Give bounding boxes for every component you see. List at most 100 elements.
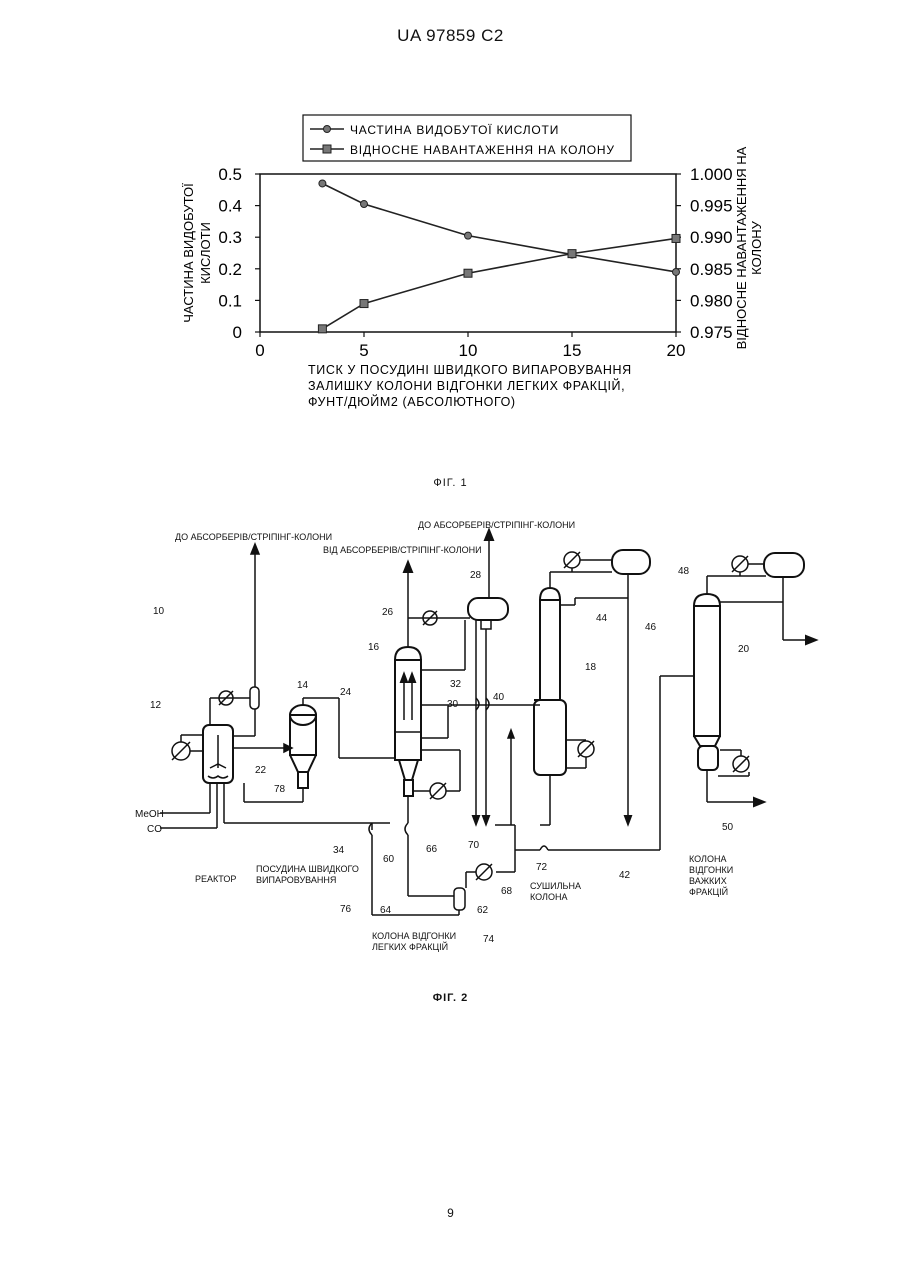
ref-14: 14	[297, 680, 309, 691]
y-left-tick-label: 0.5	[218, 165, 242, 184]
series-1-point	[319, 180, 326, 187]
ref-64: 64	[380, 905, 392, 916]
legend-label-2: ВІДНОСНЕ НАВАНТАЖЕННЯ НА КОЛОНУ	[350, 143, 615, 157]
x-tick-label: 20	[667, 341, 686, 360]
label-drying-2: КОЛОНА	[530, 892, 567, 902]
recycle-lines	[369, 698, 660, 915]
label-co: CO	[147, 824, 162, 835]
ref-32: 32	[450, 679, 462, 690]
diagram-labels: ДО АБСОРБЕРІВ/СТРІПІНГ-КОЛОНИ ДО АБСОРБЕ…	[135, 520, 733, 952]
ref-12: 12	[150, 700, 162, 711]
y-left-axis-label: КИСЛОТИ	[198, 222, 213, 284]
drying-column	[534, 550, 650, 825]
y-left-tick-label: 0.3	[218, 228, 242, 247]
y-left-tick-label: 0.4	[218, 197, 242, 216]
series-1-point	[673, 268, 680, 275]
x-tick-label: 0	[255, 341, 264, 360]
series-2-point	[360, 300, 368, 308]
y-right-axis-label: КОЛОНУ	[749, 220, 764, 274]
flash-vessel	[244, 698, 395, 802]
label-flash-2: ВИПАРОВУВАННЯ	[256, 875, 336, 885]
x-axis-label: ФУНТ/ДЮЙМ2 (АБСОЛЮТНОГО)	[308, 394, 516, 409]
x-tick-label: 5	[359, 341, 368, 360]
label-reactor: РЕАКТОР	[195, 874, 236, 884]
reactor-overhead-line	[210, 544, 259, 736]
series-2-point	[464, 269, 472, 277]
y-right-tick-label: 0.990	[690, 228, 733, 247]
series-1-point	[361, 201, 368, 208]
ref-66: 66	[426, 844, 438, 855]
label-drying-1: СУШИЛЬНА	[530, 881, 581, 891]
ref-68: 68	[501, 886, 513, 897]
series-1-point	[465, 232, 472, 239]
label-meoh: MeOH	[135, 809, 164, 820]
y-right-tick-label: 0.995	[690, 197, 733, 216]
label-to-absorbers-left: ДО АБСОРБЕРІВ/СТРІПІНГ-КОЛОНИ	[175, 532, 332, 542]
ref-50: 50	[722, 822, 734, 833]
y-left-axis-label: ЧАСТИНА ВИДОБУТОЇ	[181, 183, 196, 323]
label-from-absorbers: ВІД АБСОРБЕРІВ/СТРІПІНГ-КОЛОНИ	[323, 545, 482, 555]
fig2-caption: ФІГ. 2	[0, 992, 901, 1004]
ref-44: 44	[596, 613, 608, 624]
ref-28: 28	[470, 570, 482, 581]
series-2-point	[568, 250, 576, 258]
y-left-tick-label: 0	[233, 323, 242, 342]
label-heavy-2: ВІДГОНКИ	[689, 865, 733, 875]
ref-22: 22	[255, 765, 267, 776]
x-axis-label: ТИСК У ПОСУДИНІ ШВИДКОГО ВИПАРОВУВАННЯ	[308, 363, 632, 377]
ref-26: 26	[382, 607, 394, 618]
ref-18: 18	[585, 662, 597, 673]
label-light-1: КОЛОНА ВІДГОНКИ	[372, 931, 456, 941]
heavy-ends-column	[660, 553, 816, 850]
legend-marker-1	[324, 126, 331, 133]
label-heavy-4: ФРАКЦІЙ	[689, 886, 728, 897]
legend-marker-2	[323, 145, 331, 153]
y-right-tick-label: 0.980	[690, 291, 733, 310]
label-heavy-3: ВАЖКИХ	[689, 876, 727, 886]
ref-78: 78	[274, 784, 286, 795]
y-right-tick-label: 0.975	[690, 323, 733, 342]
ref-10: 10	[153, 606, 165, 617]
series-line-2	[322, 238, 676, 328]
reactor-heat-exchanger	[172, 735, 203, 760]
label-flash-1: ПОСУДИНА ШВИДКОГО	[256, 864, 359, 874]
series-line-1	[322, 183, 676, 271]
y-right-tick-label: 1.000	[690, 165, 733, 184]
plot-frame	[260, 174, 676, 332]
ref-72: 72	[536, 862, 548, 873]
ref-16: 16	[368, 642, 380, 653]
ref-70: 70	[468, 840, 480, 851]
ref-34: 34	[333, 845, 345, 856]
y-left-tick-label: 0.2	[218, 260, 242, 279]
fig1-caption: ФІГ. 1	[0, 477, 901, 489]
series-2-point	[672, 234, 680, 242]
ref-48: 48	[678, 566, 690, 577]
x-tick-label: 10	[459, 341, 478, 360]
legend-label-1: ЧАСТИНА ВИДОБУТОЇ КИСЛОТИ	[350, 123, 559, 137]
ref-24: 24	[340, 687, 352, 698]
document-id: UA 97859 C2	[0, 26, 901, 46]
fig2-process-diagram: ДО АБСОРБЕРІВ/СТРІПІНГ-КОЛОНИ ДО АБСОРБЕ…	[0, 510, 901, 980]
line-22	[233, 744, 292, 752]
ref-60: 60	[383, 854, 395, 865]
plot-area: 0510152000.10.20.30.40.50.9750.9800.9850…	[181, 115, 764, 409]
y-left-tick-label: 0.1	[218, 291, 242, 310]
ref-74: 74	[483, 934, 495, 945]
label-to-absorbers-top: ДО АБСОРБЕРІВ/СТРІПІНГ-КОЛОНИ	[418, 520, 575, 530]
y-right-axis-label: ВІДНОСНЕ НАВАНТАЖЕННЯ НА	[734, 146, 749, 349]
ref-76: 76	[340, 904, 352, 915]
page-number: 9	[0, 1206, 901, 1220]
ref-62: 62	[477, 905, 489, 916]
ref-20: 20	[738, 644, 750, 655]
label-light-2: ЛЕГКИХ ФРАКЦІЙ	[372, 941, 448, 952]
ref-42: 42	[619, 870, 631, 881]
label-heavy-1: КОЛОНА	[689, 854, 726, 864]
ref-30: 30	[447, 699, 459, 710]
light-ends-column	[395, 562, 540, 799]
x-tick-label: 15	[563, 341, 582, 360]
x-axis-label: ЗАЛИШКУ КОЛОНИ ВІДГОНКИ ЛЕГКИХ ФРАКЦІЙ,	[308, 378, 625, 393]
series-2-point	[318, 325, 326, 333]
ref-40: 40	[493, 692, 505, 703]
fig1-chart: 0510152000.10.20.30.40.50.9750.9800.9850…	[0, 100, 901, 430]
ref-46: 46	[645, 622, 657, 633]
